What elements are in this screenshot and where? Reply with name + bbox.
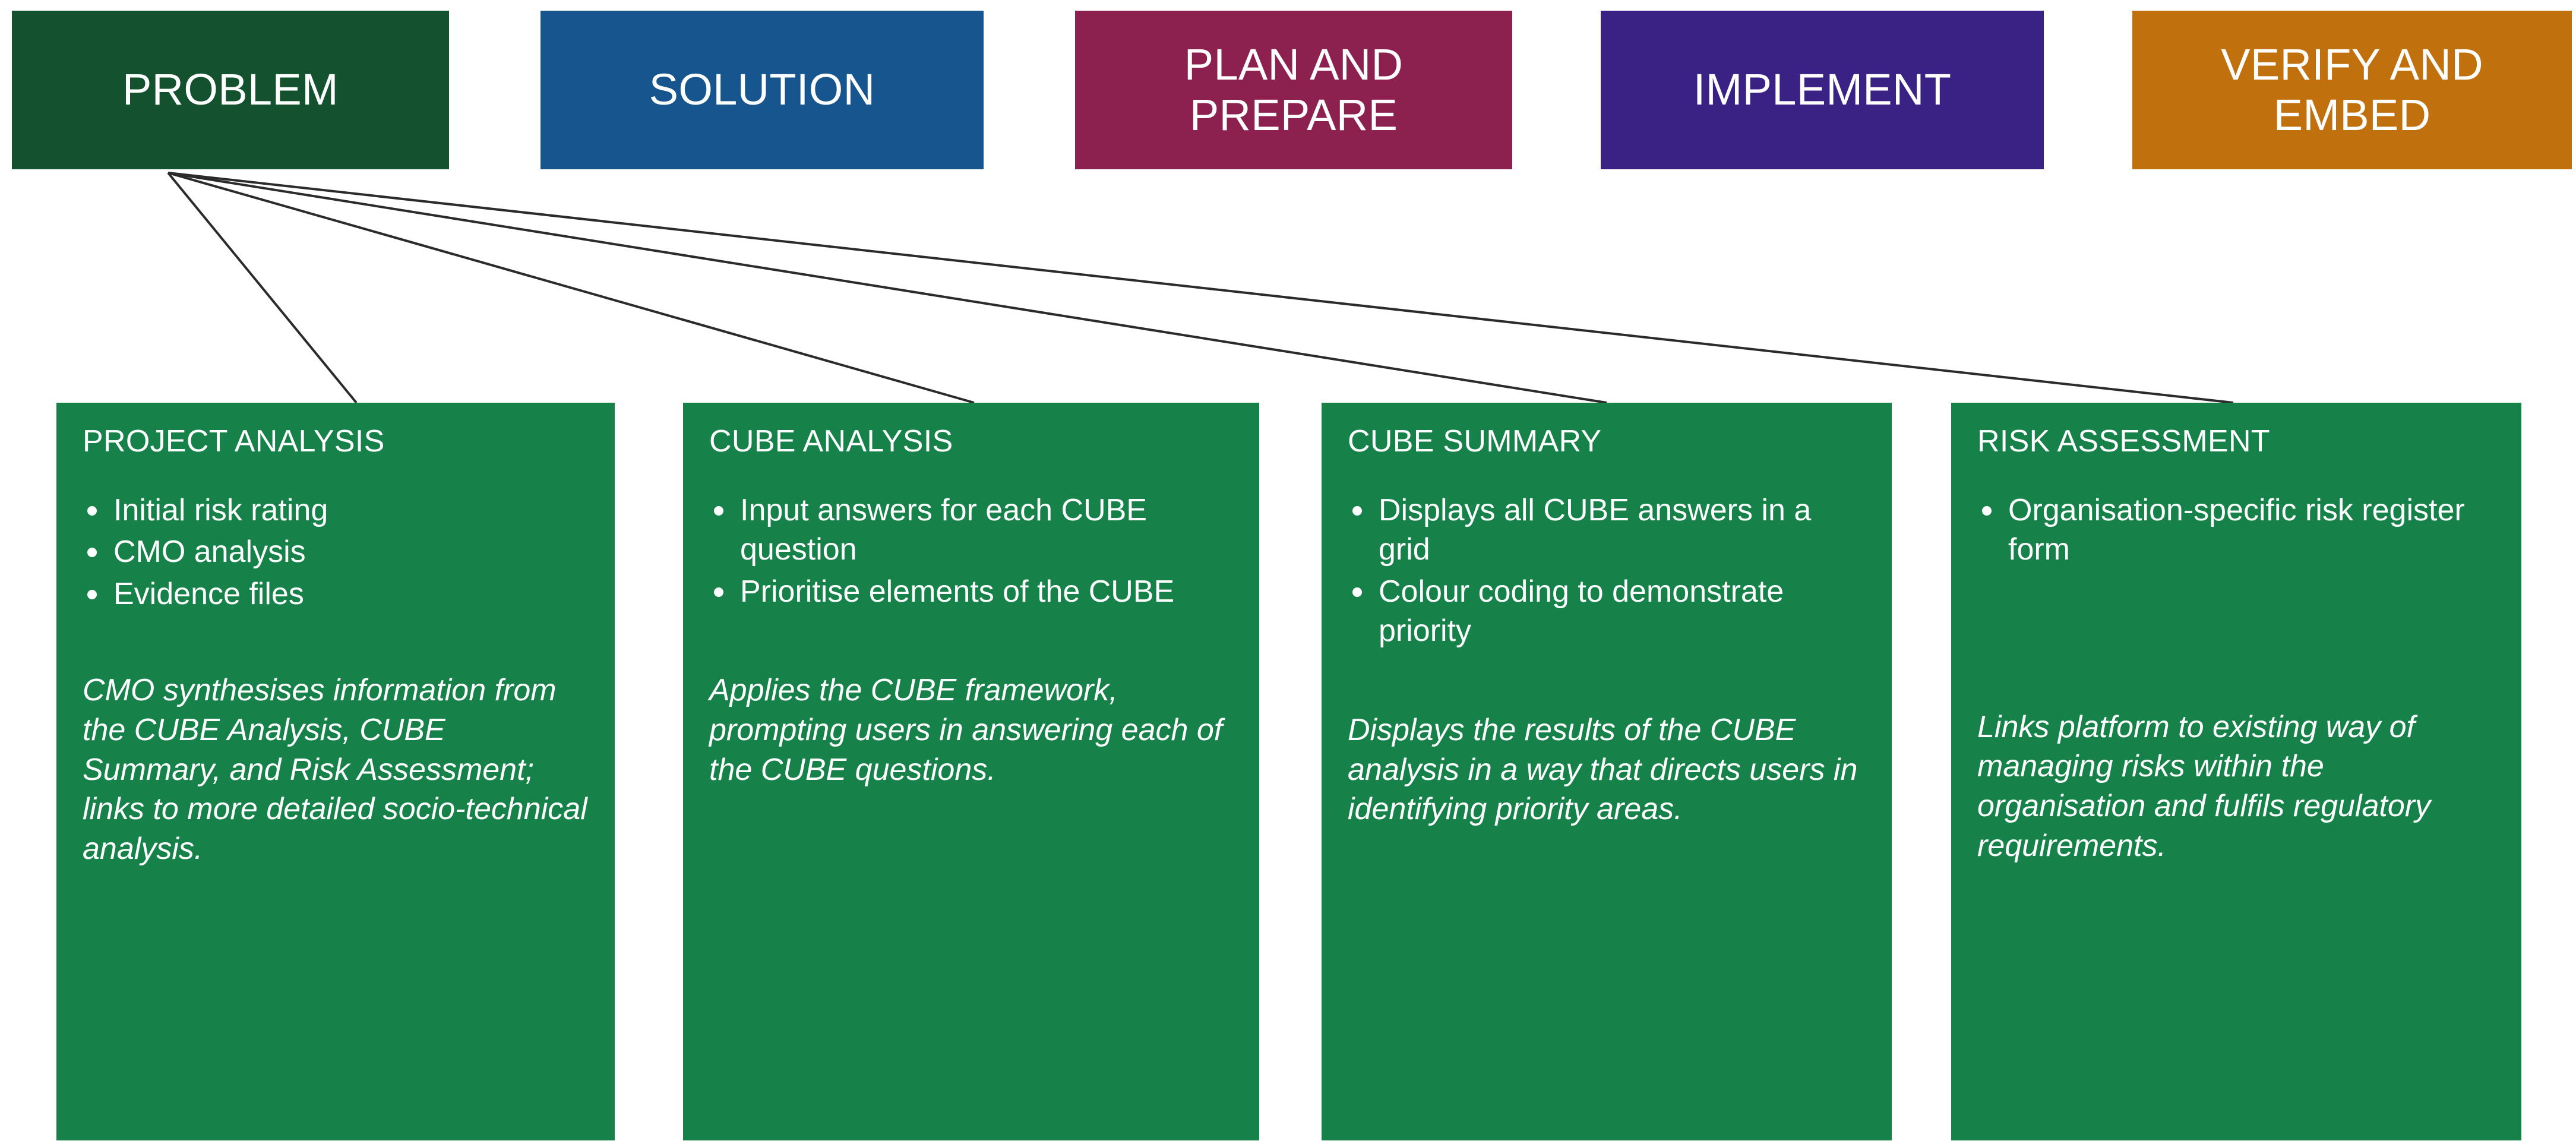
feature-card-project-analysis[interactable]: PROJECT ANALYSIS Initial risk rating CMO… [56, 403, 615, 1140]
bullet-text: Organisation-specific risk register form [2008, 492, 2465, 567]
card-note-cube-analysis: Applies the CUBE framework, prompting us… [709, 673, 1223, 787]
phase-box-problem[interactable]: PROBLEM [12, 11, 449, 169]
card-bullet-list-cube-analysis: Input answers for each CUBE question Pri… [709, 491, 1233, 612]
connector-line-risk-assessment [167, 172, 2234, 404]
bullet-dot-icon [1352, 587, 1362, 597]
bullet-text: Initial risk rating [113, 492, 328, 527]
list-item: Initial risk rating [83, 491, 589, 530]
list-item: Colour coding to demonstrate priority [1348, 572, 1866, 651]
phase-box-verify-and-embed[interactable]: VERIFY AND EMBED [2132, 11, 2572, 169]
connector-line-project-analysis [167, 172, 358, 404]
card-title-cube-summary: CUBE SUMMARY [1348, 424, 1602, 459]
feature-card-cube-analysis[interactable]: CUBE ANALYSIS Input answers for each CUB… [683, 403, 1259, 1140]
bullet-text: Evidence files [113, 576, 304, 611]
bullet-text: CMO analysis [113, 535, 306, 570]
phase-label-problem: PROBLEM [122, 65, 339, 115]
phase-label-solution: SOLUTION [649, 65, 875, 115]
bullet-text: Colour coding to demonstrate priority [1379, 574, 1784, 649]
card-note-cube-summary: Displays the results of the CUBE analysi… [1348, 712, 1858, 827]
bullet-dot-icon [1352, 505, 1362, 516]
card-note-project-analysis: CMO synthesises information from the CUB… [83, 673, 587, 866]
bullet-dot-icon [714, 587, 723, 597]
bullet-dot-icon [87, 505, 97, 516]
connector-line-cube-summary [167, 172, 1607, 404]
bullet-text: Prioritise elements of the CUBE [740, 574, 1175, 609]
list-item: Evidence files [83, 574, 589, 614]
bullet-dot-icon [87, 548, 97, 558]
bullet-dot-icon [714, 505, 723, 516]
card-note-risk-assessment: Links platform to existing way of managi… [1977, 709, 2431, 863]
phase-label-implement: IMPLEMENT [1693, 65, 1952, 115]
list-item: CMO analysis [83, 532, 589, 572]
list-item: Organisation-specific risk register form [1977, 491, 2495, 570]
phase-label-verify-and-embed: VERIFY AND EMBED [2221, 40, 2483, 140]
list-item: Input answers for each CUBE question [709, 491, 1233, 570]
card-bullet-list-cube-summary: Displays all CUBE answers in a grid Colo… [1348, 491, 1866, 651]
phase-label-plan-and-prepare: PLAN AND PREPARE [1184, 40, 1404, 140]
phase-box-implement[interactable]: IMPLEMENT [1601, 11, 2044, 169]
list-item: Prioritise elements of the CUBE [709, 572, 1233, 612]
phase-box-plan-and-prepare[interactable]: PLAN AND PREPARE [1075, 11, 1512, 169]
card-title-cube-analysis: CUBE ANALYSIS [709, 424, 953, 459]
connector-line-cube-analysis [167, 172, 975, 404]
feature-card-cube-summary[interactable]: CUBE SUMMARY Displays all CUBE answers i… [1322, 403, 1892, 1140]
bullet-text: Displays all CUBE answers in a grid [1379, 492, 1812, 567]
feature-card-risk-assessment[interactable]: RISK ASSESSMENT Organisation-specific ri… [1951, 403, 2521, 1140]
card-bullet-list-risk-assessment: Organisation-specific risk register form [1977, 491, 2495, 570]
phase-box-solution[interactable]: SOLUTION [541, 11, 984, 169]
bullet-dot-icon [1982, 505, 1992, 516]
card-bullet-list-project-analysis: Initial risk rating CMO analysis Evidenc… [83, 491, 589, 614]
card-title-project-analysis: PROJECT ANALYSIS [83, 424, 385, 459]
card-title-risk-assessment: RISK ASSESSMENT [1977, 424, 2270, 459]
list-item: Displays all CUBE answers in a grid [1348, 491, 1866, 570]
bullet-text: Input answers for each CUBE question [740, 492, 1147, 567]
bullet-dot-icon [87, 589, 97, 599]
